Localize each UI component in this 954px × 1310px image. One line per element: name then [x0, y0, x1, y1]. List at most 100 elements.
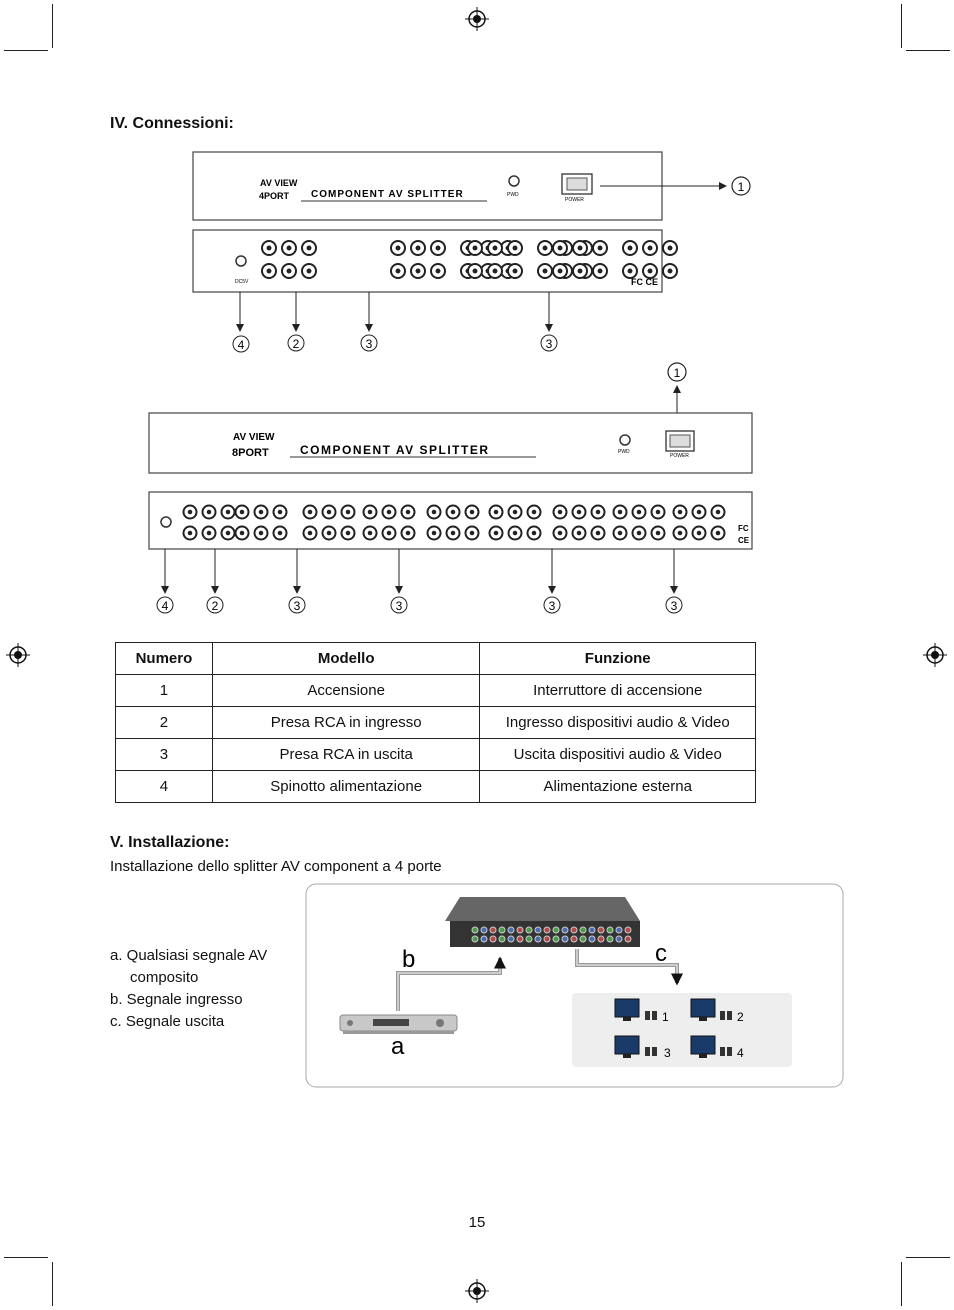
callout-1: 1 — [667, 362, 687, 382]
registration-mark-icon — [465, 7, 489, 31]
svg-text:3: 3 — [396, 599, 403, 613]
callout-number: 1 — [738, 180, 745, 194]
table-cell: Alimentazione esterna — [479, 770, 756, 803]
svg-text:2: 2 — [212, 599, 219, 613]
svg-text:FC: FC — [738, 524, 749, 533]
dc-jack-icon — [235, 255, 247, 267]
legend-item-b: b. Segnale ingresso — [110, 991, 243, 1008]
dc-jack-icon — [160, 516, 172, 528]
pwd-label: PWD — [618, 449, 630, 455]
svg-text:4: 4 — [238, 338, 245, 352]
table-row: 2 Presa RCA in ingresso Ingresso disposi… — [115, 706, 756, 739]
svg-text:CE: CE — [738, 536, 750, 545]
table-cell: Ingresso dispositivi audio & Video — [479, 706, 756, 739]
power-led-icon — [508, 175, 520, 187]
installation-diagram: b c a 1 2 3 4 — [305, 883, 844, 1088]
ports-label: 4PORT — [259, 191, 290, 201]
callout-3: 3 — [390, 596, 408, 614]
installation-subtitle: Installazione dello splitter AV componen… — [110, 858, 442, 875]
crop-mark — [52, 4, 53, 48]
callout-2: 2 — [287, 334, 305, 352]
dvd-player-icon — [339, 1014, 458, 1034]
crop-mark — [52, 1262, 53, 1306]
callout-3: 3 — [360, 334, 378, 352]
svg-text:4: 4 — [162, 599, 169, 613]
monitor-label: 4 — [737, 1046, 744, 1060]
callout-3: 3 — [543, 596, 561, 614]
crop-mark — [4, 50, 48, 51]
table-cell: Spinotto alimentazione — [211, 770, 481, 803]
monitor-icon — [614, 998, 657, 1021]
svg-text:3: 3 — [549, 599, 556, 613]
crop-mark — [906, 1257, 950, 1258]
column-header: Numero — [115, 642, 213, 675]
splitter-8port-diagram: 1 AV VIEW 8PORT COMPONENT AV SPLITTER PW… — [148, 362, 753, 614]
callout-3: 3 — [665, 596, 683, 614]
table-row: 1 Accensione Interruttore di accensione — [115, 674, 756, 707]
legend-item-a: a. Qualsiasi segnale AV — [110, 947, 268, 964]
connections-table: Numero Modello Funzione 1 Accensione Int… — [115, 642, 756, 803]
callout-2: 2 — [206, 596, 224, 614]
table-cell: 1 — [115, 674, 213, 707]
crop-mark — [906, 50, 950, 51]
svg-text:3: 3 — [294, 599, 301, 613]
brand-label: AV VIEW — [233, 432, 275, 443]
registration-mark-icon — [923, 643, 947, 667]
monitor-icon — [690, 998, 732, 1021]
splitter-4port-diagram: AV VIEW 4PORT COMPONENT AV SPLITTER PWD … — [192, 151, 751, 353]
pwd-label: PWD — [507, 192, 519, 198]
page-number: 15 — [468, 1214, 486, 1231]
table-cell: Interruttore di accensione — [479, 674, 756, 707]
product-label: COMPONENT AV SPLITTER — [300, 443, 490, 457]
callout-circle — [731, 176, 751, 196]
monitor-icon — [690, 1035, 732, 1058]
dc-label: DC5V — [235, 279, 249, 285]
table-cell: Uscita dispositivi audio & Video — [479, 738, 756, 771]
svg-text:FC CE: FC CE — [631, 277, 658, 287]
crop-mark — [901, 1262, 902, 1306]
table-cell: 3 — [115, 738, 213, 771]
table-header-row: Numero Modello Funzione — [115, 642, 756, 675]
label-a: a — [391, 1033, 405, 1060]
label-c: c — [655, 940, 667, 967]
label-b: b — [402, 946, 415, 973]
brand-label: AV VIEW — [260, 178, 298, 188]
svg-text:1: 1 — [674, 366, 681, 380]
installation-legend: a. Qualsiasi segnale AV composito b. Seg… — [110, 945, 267, 1033]
table-row: 4 Spinotto alimentazione Alimentazione e… — [115, 770, 756, 803]
table-cell: Presa RCA in uscita — [211, 738, 481, 771]
crop-mark — [4, 1257, 48, 1258]
crop-mark — [901, 4, 902, 48]
installation-heading: V. Installazione: — [110, 834, 230, 851]
table-cell: 4 — [115, 770, 213, 803]
legend-item-a-continued: composito — [130, 969, 199, 986]
svg-text:3: 3 — [366, 337, 373, 351]
monitor-label: 3 — [664, 1046, 671, 1060]
table-cell: Accensione — [211, 674, 481, 707]
registration-mark-icon — [465, 1279, 489, 1303]
callout-3: 3 — [540, 334, 558, 352]
product-label: COMPONENT AV SPLITTER — [311, 189, 464, 200]
ports-label: 8PORT — [232, 447, 269, 459]
table-cell: 2 — [115, 706, 213, 739]
legend-item-c: c. Segnale uscita — [110, 1013, 225, 1030]
power-label: POWER — [670, 453, 689, 459]
svg-text:3: 3 — [671, 599, 678, 613]
column-header: Modello — [211, 642, 481, 675]
splitter-device-icon — [445, 897, 640, 947]
monitor-label: 2 — [737, 1010, 744, 1024]
monitor-label: 1 — [662, 1010, 669, 1024]
callout-3: 3 — [288, 596, 306, 614]
callout-4: 4 — [156, 596, 174, 614]
connections-heading: IV. Connessioni: — [110, 115, 234, 132]
rca-connectors — [182, 504, 726, 541]
column-header: Funzione — [479, 642, 756, 675]
svg-text:3: 3 — [546, 337, 553, 351]
callout-4: 4 — [232, 335, 250, 353]
rca-connectors — [261, 240, 678, 279]
power-label: POWER — [565, 197, 584, 203]
power-led-icon — [619, 434, 631, 446]
svg-text:2: 2 — [293, 337, 300, 351]
table-row: 3 Presa RCA in uscita Uscita dispositivi… — [115, 738, 756, 771]
registration-mark-icon — [6, 643, 30, 667]
